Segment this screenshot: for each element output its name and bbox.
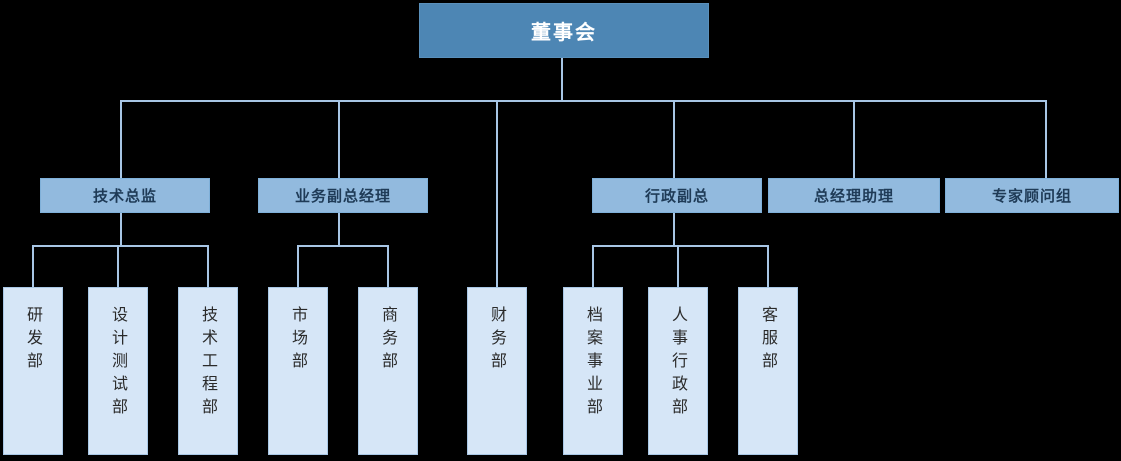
connector-main-bus (120, 100, 1046, 102)
connector-drop-marketing-dept (297, 245, 299, 287)
node-label: 人事行政部 (669, 306, 688, 421)
connector-drop-gm-assistant (853, 100, 855, 178)
node-label: 财务部 (488, 306, 507, 375)
connector-drop-tech-director (120, 100, 122, 178)
connector-drop-design-test-dept (117, 245, 119, 287)
connector-stem-business-vp (338, 212, 340, 246)
node-label: 市场部 (289, 306, 308, 375)
connector-drop-finance-dept (496, 100, 498, 287)
node-hr-admin-dept[interactable]: 人事行政部 (648, 287, 708, 455)
connector-drop-archive-div (592, 245, 594, 287)
connector-drop-customer-service-dept (767, 245, 769, 287)
node-label: 总经理助理 (813, 187, 894, 205)
node-label: 档案事业部 (584, 306, 603, 421)
node-expert-advisory-group[interactable]: 专家顾问组 (945, 178, 1119, 213)
node-label: 业务副总经理 (294, 187, 391, 205)
connector-bus-business-vp (297, 245, 388, 247)
connector-drop-admin-vp (673, 100, 675, 178)
connector-drop-tech-eng-dept (207, 245, 209, 287)
node-label: 董事会 (531, 20, 597, 44)
connector-drop-business-vp (338, 100, 340, 178)
connector-stem-admin-vp (673, 212, 675, 246)
connector-drop-expert-group (1045, 100, 1047, 178)
connector-drop-rd-dept (32, 245, 34, 287)
node-archive-div[interactable]: 档案事业部 (563, 287, 623, 455)
node-design-test-dept[interactable]: 设计测试部 (88, 287, 148, 455)
node-admin-vp[interactable]: 行政副总 (592, 178, 762, 213)
node-label: 研发部 (24, 306, 43, 375)
node-gm-assistant[interactable]: 总经理助理 (768, 178, 940, 213)
node-label: 技术总监 (92, 187, 157, 205)
connector-bus-tech-director (32, 245, 208, 247)
node-rd-dept[interactable]: 研发部 (3, 287, 63, 455)
node-commerce-dept[interactable]: 商务部 (358, 287, 418, 455)
node-finance-dept[interactable]: 财务部 (467, 287, 527, 455)
node-label: 专家顾问组 (991, 187, 1072, 205)
connector-stem-tech-director (120, 212, 122, 246)
connector-drop-commerce-dept (387, 245, 389, 287)
node-board-of-directors[interactable]: 董事会 (419, 3, 709, 58)
node-label: 客服部 (759, 306, 778, 375)
connector-drop-hr-admin-dept (677, 245, 679, 287)
node-business-vp[interactable]: 业务副总经理 (258, 178, 428, 213)
node-marketing-dept[interactable]: 市场部 (268, 287, 328, 455)
node-label: 商务部 (379, 306, 398, 375)
node-customer-service-dept[interactable]: 客服部 (738, 287, 798, 455)
node-tech-director[interactable]: 技术总监 (40, 178, 210, 213)
node-label: 技术工程部 (199, 306, 218, 421)
connector-root-stem (561, 58, 563, 102)
node-tech-eng-dept[interactable]: 技术工程部 (178, 287, 238, 455)
connector-bus-admin-vp (592, 245, 768, 247)
node-label: 行政副总 (644, 187, 709, 205)
node-label: 设计测试部 (109, 306, 128, 421)
